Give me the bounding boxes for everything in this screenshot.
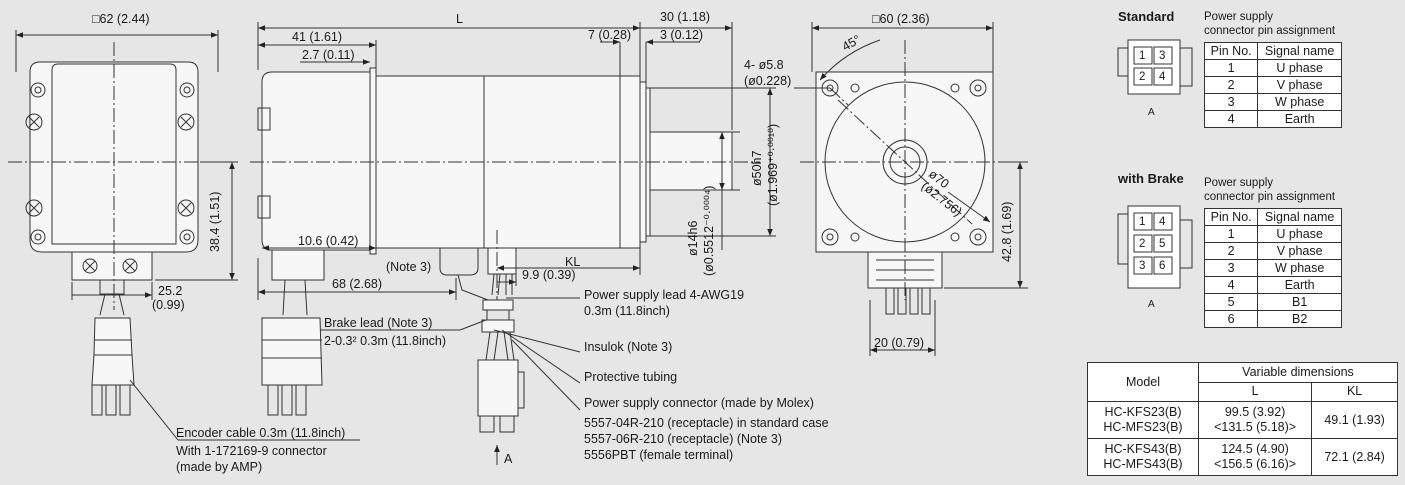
standard-pin: 1	[1139, 50, 1146, 62]
standard-subtitle-1: Power supply	[1204, 11, 1274, 23]
connector-spec-1: 5557-04R-210 (receptacle) in standard ca…	[584, 416, 829, 430]
dim-7: 7 (0.28)	[588, 28, 632, 42]
side-view	[250, 22, 776, 465]
header-pin-no: Pin No.	[1203, 208, 1259, 226]
dim-phi14: ø14h6	[686, 220, 700, 256]
dim-3: 3 (0.12)	[660, 28, 704, 42]
dim-phi50-inch: (ø1.969⁺⁰·⁰⁰¹⁰)	[766, 123, 780, 206]
encoder-maker-label: (made by AMP)	[176, 460, 263, 474]
brake-pin: 4	[1159, 216, 1166, 228]
dim-phi14-inch: (ø0.5512⁻⁰·⁰⁰⁰⁴)	[702, 185, 716, 276]
dim-top-60: □60 (2.36)	[872, 12, 930, 26]
dim-L: L	[456, 12, 463, 26]
dim-41: 41 (1.61)	[292, 30, 343, 44]
dim-42-8: 42.8 (1.69)	[1000, 201, 1014, 262]
standard-pin: 3	[1159, 50, 1166, 62]
brake-pin: 6	[1159, 260, 1166, 272]
insulok-label: Insulok (Note 3)	[584, 340, 673, 354]
dim-2-7: 2.7 (0.11)	[302, 48, 355, 62]
leader-lines	[129, 297, 581, 441]
variable-header: Variable dimensions	[1198, 362, 1398, 383]
brake-pin: 5	[1159, 238, 1166, 250]
brake-subtitle-1: Power supply	[1204, 177, 1274, 189]
dim-holes: 4- ø5.8	[744, 58, 784, 72]
dim-38-4: 38.4 (1.51)	[208, 191, 222, 252]
variable-dimensions-table: Model Variable dimensions L KL HC-KFS23(…	[1087, 362, 1398, 476]
connector-label: Power supply connector (made by Molex)	[584, 396, 814, 410]
table-row: HC-KFS43(B)HC-MFS43(B) 124.5 (4.90)<156.…	[1087, 438, 1398, 476]
dim-KL: KL	[565, 255, 581, 269]
rear-view	[8, 30, 238, 416]
dim-phi50: ø50h7	[750, 150, 764, 186]
brake-pin: 3	[1139, 260, 1146, 272]
dim-30: 30 (1.18)	[660, 10, 711, 24]
standard-pin: 2	[1139, 71, 1146, 83]
encoder-cable-label: Encoder cable 0.3m (11.8inch)	[176, 426, 346, 440]
header-signal: Signal name	[1257, 208, 1342, 226]
arrow-a-label: A	[504, 452, 513, 466]
dim-holes-inch: (ø0.228)	[744, 74, 792, 88]
connector-spec-2: 5557-06R-210 (receptacle) (Note 3)	[584, 432, 783, 446]
front-view	[794, 22, 1028, 356]
dim-9-9: 9.9 (0.39)	[522, 268, 576, 282]
brake-pin: 2	[1139, 238, 1146, 250]
table-row: HC-KFS23(B)HC-MFS23(B) 99.5 (3.92)<131.5…	[1087, 401, 1398, 439]
mounting-hole-icon	[821, 79, 987, 246]
brake-pin: 1	[1139, 216, 1146, 228]
standard-pin: 4	[1159, 71, 1166, 83]
standard-title: Standard	[1118, 9, 1175, 24]
brake-subtitle-2: connector pin assignment	[1204, 191, 1336, 203]
dim-25-2: 25.2	[158, 284, 183, 298]
dim-20: 20 (0.79)	[874, 336, 925, 350]
dim-10-6: 10.6 (0.42)	[298, 234, 359, 248]
connector-spec-3: 5556PBT (female terminal)	[584, 448, 734, 462]
dim-top-62: □62 (2.44)	[92, 12, 150, 26]
col-L: L	[1197, 381, 1313, 402]
tubing-label: Protective tubing	[584, 370, 678, 384]
header-pin-no: Pin No.	[1203, 42, 1259, 60]
brake-pin-diagram	[1117, 205, 1193, 289]
power-lead-length: 0.3m (11.8inch)	[584, 304, 670, 318]
brake-lead-label: Brake lead (Note 3)	[324, 316, 433, 330]
dim-25-2-inch: (0.99)	[152, 298, 185, 312]
power-lead-label: Power supply lead 4-AWG19	[584, 288, 745, 302]
brake-lead-spec: 2-0.3² 0.3m (11.8inch)	[324, 334, 447, 348]
col-KL: KL	[1311, 381, 1398, 402]
screw-icon	[25, 82, 195, 245]
standard-subtitle-2: connector pin assignment	[1204, 25, 1336, 37]
dim-68: 68 (2.68)	[332, 277, 383, 291]
encoder-connector-label: With 1-172169-9 connector	[176, 444, 327, 458]
standard-pin-diagram	[1117, 39, 1193, 95]
brake-title: with Brake	[1118, 171, 1184, 186]
header-signal: Signal name	[1257, 42, 1342, 60]
standard-label-a: A	[1148, 107, 1155, 118]
model-header: Model	[1087, 362, 1199, 402]
note3-label: (Note 3)	[386, 260, 432, 274]
brake-label-a: A	[1148, 299, 1155, 310]
